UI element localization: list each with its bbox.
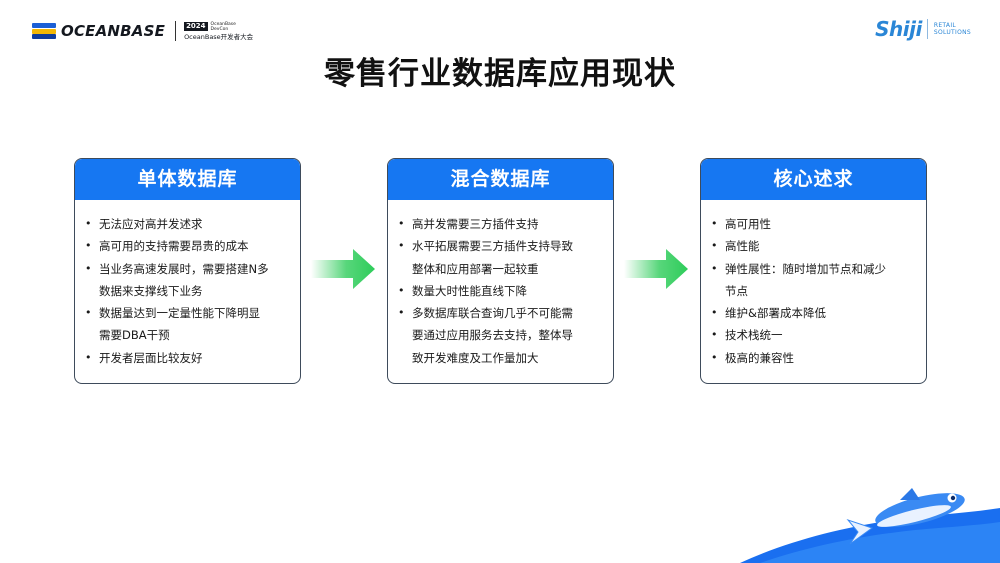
list-item: 开发者层面比较友好 (85, 347, 290, 370)
shiji-sub-2: SOLUTIONS (933, 29, 971, 36)
shiji-sub-1: RETAIL (933, 22, 957, 29)
shiji-logo: Shiji RETAIL SOLUTIONS (875, 17, 971, 41)
list-item: 弹性展性：随时增加节点和减少 (711, 258, 916, 281)
list-item: 当业务高速发展时，需要搭建N多 (85, 258, 290, 281)
list-item: 维护&部署成本降低 (711, 302, 916, 325)
list-item: 技术栈统一 (711, 324, 916, 347)
list-item: 极高的兼容性 (711, 347, 916, 370)
card-heading: 核心述求 (701, 159, 926, 200)
conference-badge: 2024 OceanBase DevCon OceanBase开发者大会 (184, 22, 253, 41)
page-title: 零售行业数据库应用现状 (324, 56, 676, 92)
fish-icon (740, 488, 1000, 563)
conference-year: 2024 (184, 22, 208, 32)
list-item: 多数据库联合查询几乎不可能需 (398, 302, 603, 325)
card-monolithic-db: 单体数据库 无法应对高并发述求 高可用的支持需要昂贵的成本 当业务高速发展时，需… (74, 158, 301, 384)
list-item: 数量大时性能直线下降 (398, 280, 603, 303)
list-item: 要通过应用服务去支持，整体导 (412, 328, 573, 343)
list-item: 无法应对高并发述求 (85, 213, 290, 236)
card-core-demands: 核心述求 高可用性 高性能 弹性展性：随时增加节点和减少 节点 维护&部署成本降… (700, 158, 927, 384)
list-item: 数据量达到一定量性能下降明显 (85, 302, 290, 325)
list-item: 整体和应用部署一起较重 (412, 261, 539, 276)
shiji-divider (926, 19, 928, 39)
list-item: 数据来支撑线下业务 (99, 283, 203, 298)
conference-small-1: OceanBase (210, 21, 236, 27)
card-hybrid-db: 混合数据库 高并发需要三方插件支持 水平拓展需要三方插件支持导致 整体和应用部署… (387, 158, 614, 384)
list-item: 需要DBA干预 (99, 328, 170, 343)
shiji-logo-icon: Shiji (875, 17, 922, 41)
conference-name: OceanBase开发者大会 (184, 32, 254, 41)
list-item: 高性能 (711, 235, 916, 258)
list-item: 水平拓展需要三方插件支持导致 (398, 235, 603, 258)
list-item: 高可用的支持需要昂贵的成本 (85, 235, 290, 258)
list-item: 高并发需要三方插件支持 (398, 213, 603, 236)
oceanbase-logo-icon (32, 23, 56, 39)
logo-divider (175, 21, 177, 41)
right-arrow-icon (624, 249, 688, 289)
card-list: 高并发需要三方插件支持 水平拓展需要三方插件支持导致 整体和应用部署一起较重 数… (388, 200, 613, 369)
list-item: 致开发难度及工作量加大 (412, 350, 539, 365)
card-list: 无法应对高并发述求 高可用的支持需要昂贵的成本 当业务高速发展时，需要搭建N多 … (75, 200, 300, 369)
oceanbase-logo: OCEANBASE 2024 OceanBase DevCon OceanBas… (32, 18, 253, 44)
list-item: 节点 (725, 283, 748, 298)
oceanbase-wordmark: OCEANBASE (61, 22, 166, 40)
card-heading: 单体数据库 (75, 159, 300, 200)
conference-small-2: DevCon (210, 26, 229, 32)
right-arrow-icon (311, 249, 375, 289)
list-item: 高可用性 (711, 213, 916, 236)
card-heading: 混合数据库 (388, 159, 613, 200)
card-list: 高可用性 高性能 弹性展性：随时增加节点和减少 节点 维护&部署成本降低 技术栈… (701, 200, 926, 369)
